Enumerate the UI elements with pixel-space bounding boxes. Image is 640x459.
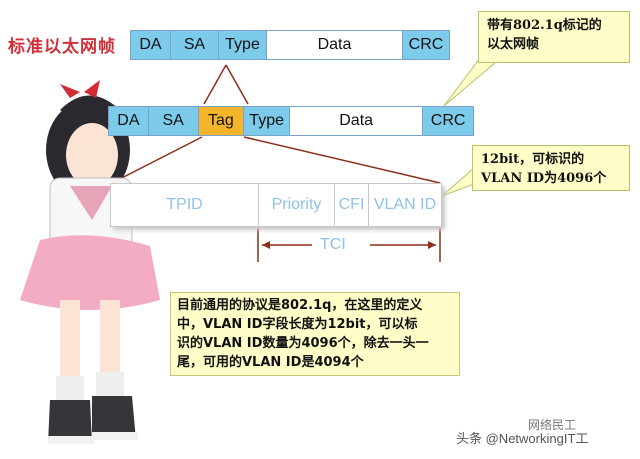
note-line2: 中，VLAN ID字段长度为12bit，可以标: [177, 317, 418, 332]
callout-tagged-pointer: [443, 57, 498, 107]
callout-tagged-line1: 带有802.1q标记的: [487, 18, 602, 33]
tag-expand-right: [243, 136, 441, 184]
tag-connector-left: [203, 64, 227, 105]
watermark: 头条 @NetworkingIT工: [456, 431, 589, 446]
note-line1: 目前通用的协议是802.1q，在这里的定义: [177, 298, 423, 313]
tag-connector-right: [225, 64, 249, 105]
tag-field-tpid: TPID: [111, 184, 259, 226]
plain-ethernet-frame: DA SA Type Data CRC: [130, 30, 450, 60]
tag-expand-left: [111, 136, 203, 184]
field-data: Data: [267, 31, 403, 59]
tagged-field-crc: CRC: [423, 107, 473, 135]
girl-illustration: [20, 80, 160, 444]
tag-field-cfi: CFI: [335, 184, 369, 226]
tagged-field-data: Data: [290, 107, 424, 135]
tagged-field-sa: SA: [148, 107, 199, 135]
explanation-note: 目前通用的协议是802.1q，在这里的定义 中，VLAN ID字段长度为12bi…: [170, 292, 460, 376]
plain-frame-label: 标准以太网帧: [8, 37, 116, 57]
tag-field-priority: Priority: [259, 184, 335, 226]
tag-structure: TPID Priority CFI VLAN ID: [110, 183, 442, 227]
callout-bits-pointer: [441, 166, 475, 197]
callout-tagged-line2: 以太网帧: [487, 37, 540, 52]
field-type: Type: [219, 31, 267, 59]
callout-bits-line1: 12bit，可标识的: [481, 152, 585, 167]
tag-field-vlan-id: VLAN ID: [369, 184, 441, 226]
note-line3: 识的VLAN ID数量为4096个，除去一头一: [177, 336, 429, 351]
field-sa: SA: [171, 31, 219, 59]
watermark-channel: 网络民工: [528, 418, 577, 432]
tagged-field-da: DA: [109, 107, 149, 135]
callout-vlan-bits: 12bit，可标识的 VLAN ID为4096个: [472, 145, 630, 191]
callout-tagged-frame: 带有802.1q标记的 以太网帧: [478, 11, 630, 63]
note-line4: 尾，可用的VLAN ID是4094个: [177, 355, 364, 370]
tagged-ethernet-frame: DA SA Tag Type Data CRC: [108, 106, 474, 136]
tci-label: TCI: [320, 236, 346, 253]
field-crc: CRC: [403, 31, 449, 59]
callout-bits-line2: VLAN ID为4096个: [481, 171, 607, 186]
tagged-field-type: Type: [244, 107, 291, 135]
tagged-field-tag: Tag: [198, 107, 245, 135]
field-da: DA: [131, 31, 171, 59]
